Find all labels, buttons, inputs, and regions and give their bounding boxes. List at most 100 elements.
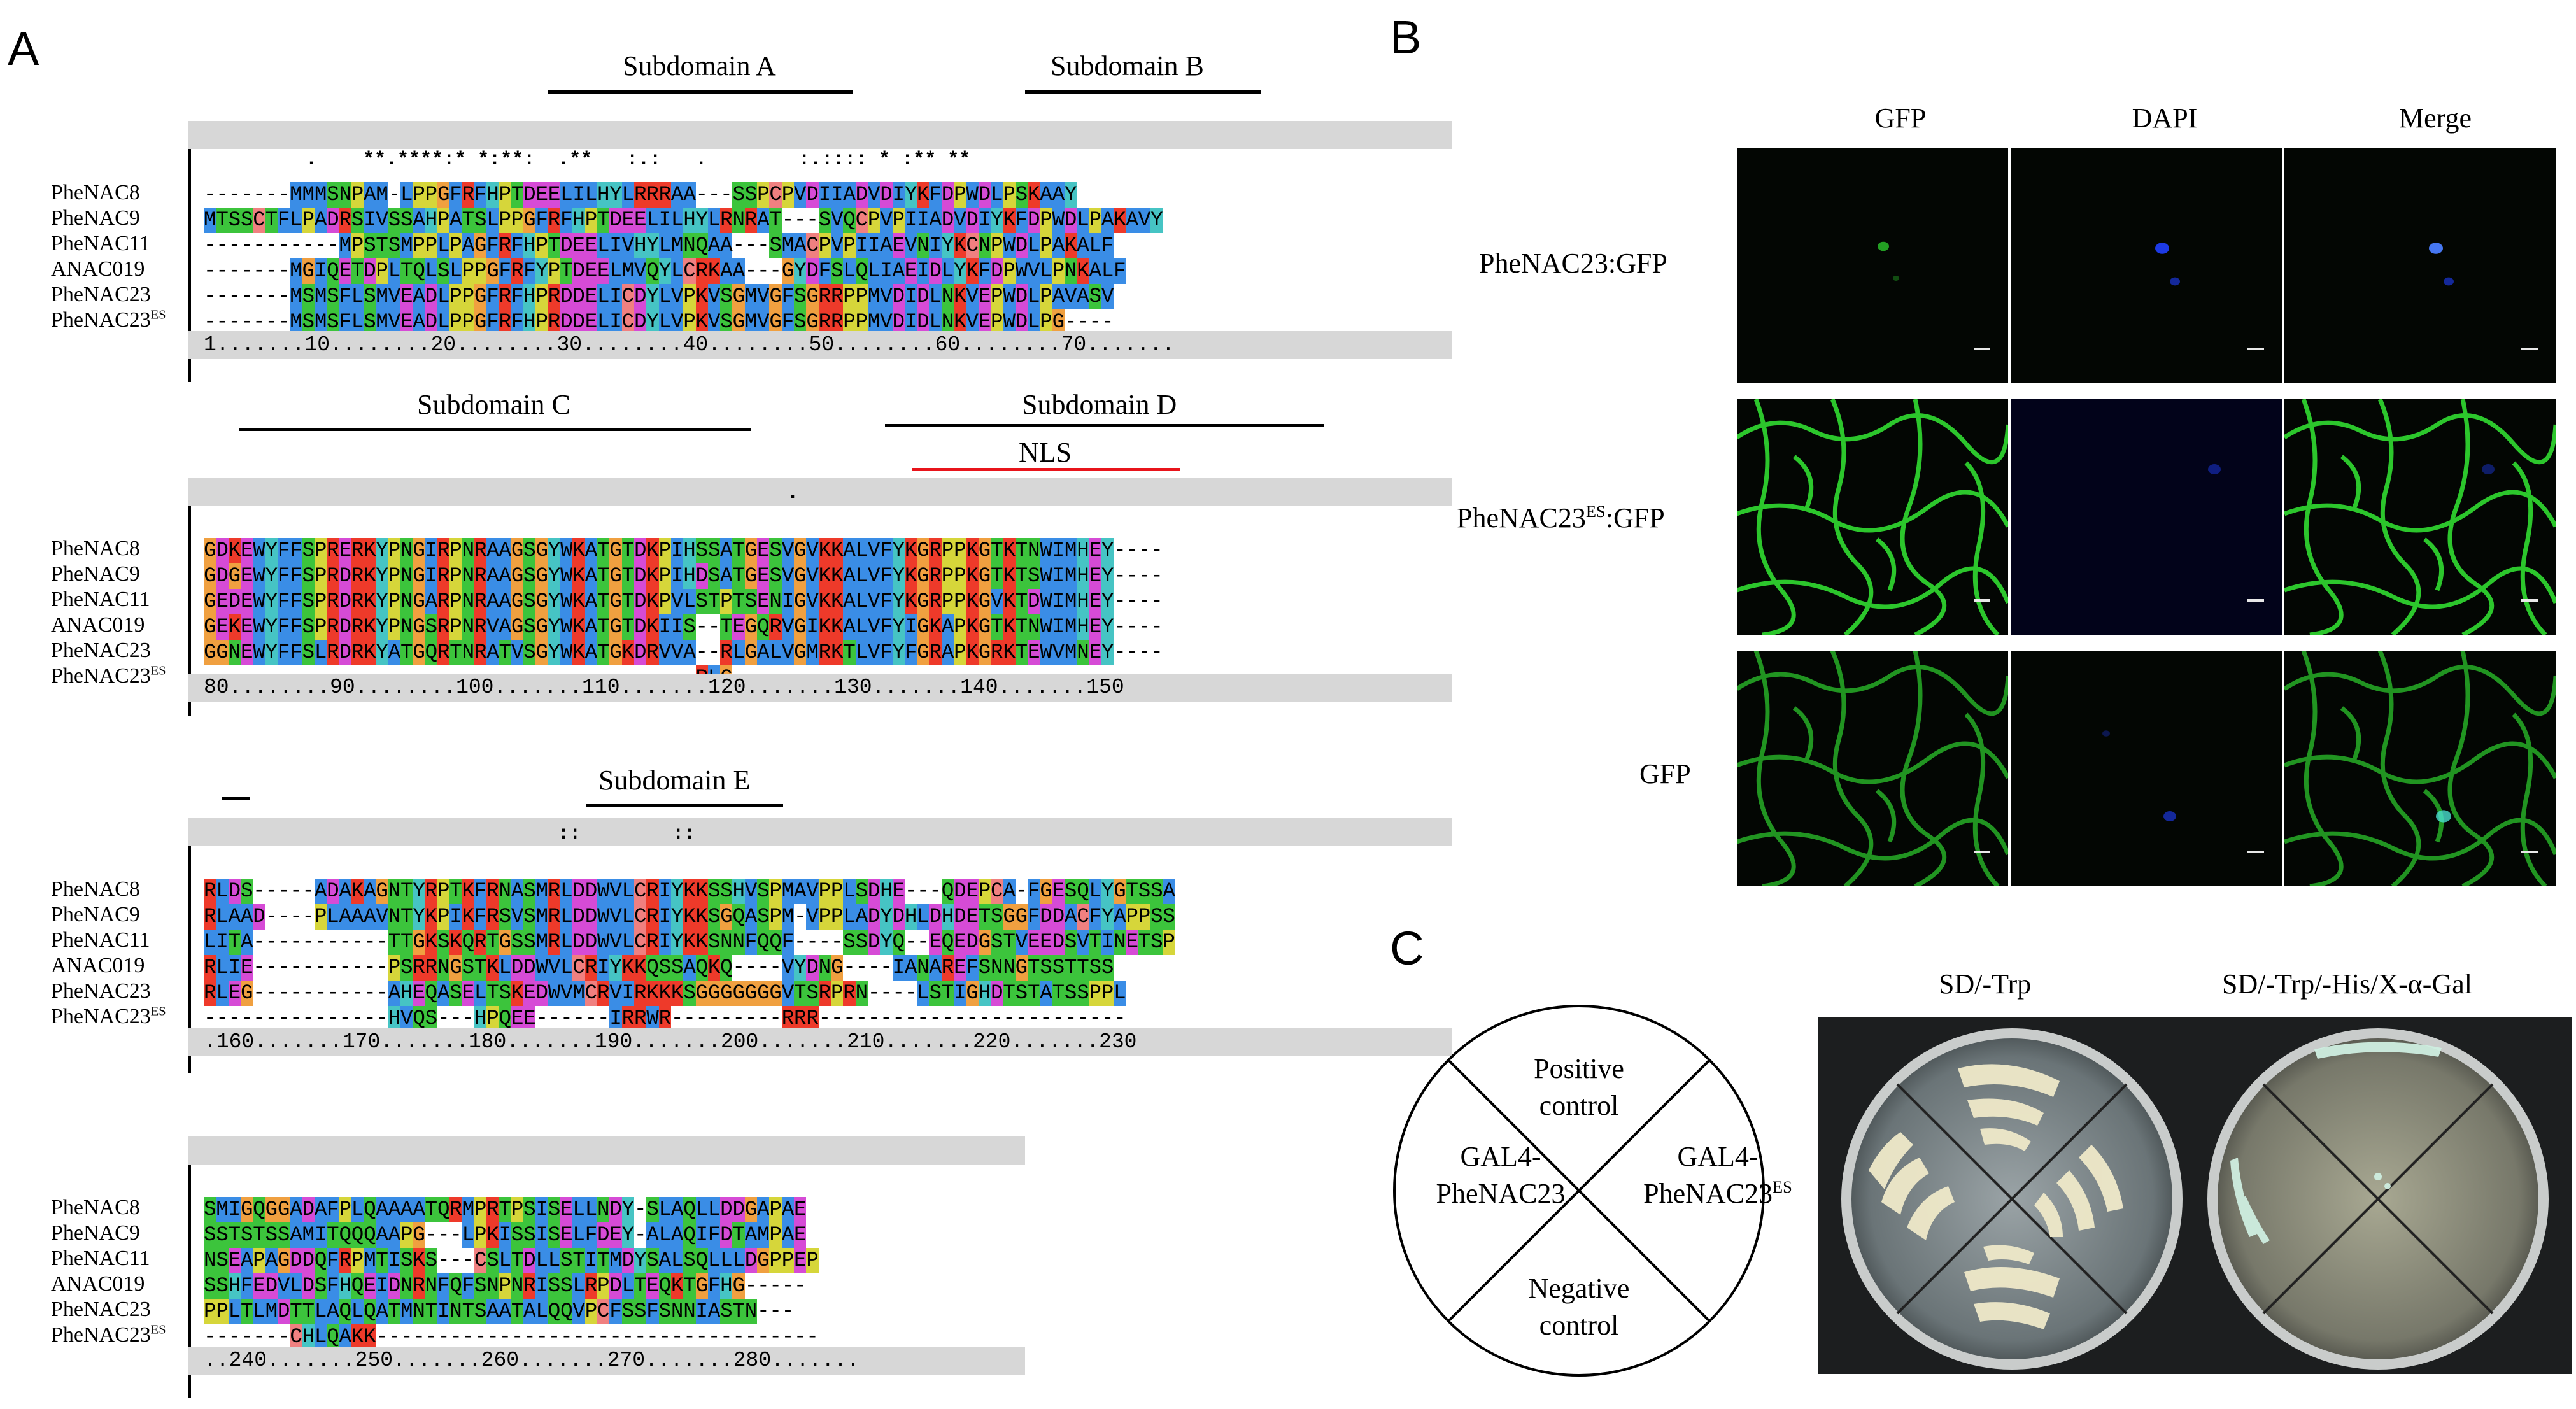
sequence-row: SSTSTSSAMITQQQAAPG---LPKISSISELFDEY-ALAQ…: [204, 1222, 807, 1248]
sequence-row: -------MSMSFLSMVEADLPPGFRFHPRDDELICDYLVP…: [204, 309, 1114, 335]
micrograph-phenac23-gfp-gfp: [1737, 148, 2008, 383]
alignment-axis-line: [188, 121, 191, 382]
scale-bar: [2247, 348, 2264, 350]
panel-label-c: C: [1390, 922, 1424, 975]
micrograph-phenac23es-gfp-dapi: [2011, 399, 2282, 635]
sequence-row: SSHFEDVLDSFHQEIDNRNFQFSNPNRISSLRPDLTEQKT…: [204, 1273, 807, 1299]
sequence-row: PPLTLMDTTLAQLQATMNTINTSAATALQQVPCFSSFSNN…: [204, 1299, 794, 1324]
diagram-divider-2: [1447, 1059, 1711, 1322]
diagram-gal4-phenac23: GAL4-PheNAC23: [1436, 1141, 1566, 1209]
alignment-position-ruler: 80........90........100.......110.......…: [188, 674, 1452, 702]
alignment-consensus: :: ::: [191, 823, 696, 845]
col-label-gfp: GFP: [1874, 103, 1927, 134]
sequence-row: GEKEWYFFSPRDRKYPNGSRPNRVAGSGYWKATGTDKIIS…: [204, 614, 1163, 640]
sequence-name: PheNAC23ES: [51, 663, 166, 688]
sequence-name: PheNAC23ES: [51, 1322, 166, 1347]
sequence-row: RLEG-----------AHEQASELTSKEDWVMCRVIRKKKS…: [204, 981, 1126, 1006]
row-label-gfp: GFP: [1639, 758, 1691, 789]
scale-bar: [2247, 851, 2264, 853]
subdomain-e-label: Subdomain E: [598, 765, 751, 796]
scale-bar: [2521, 348, 2538, 350]
sequence-name: PheNAC9: [51, 206, 140, 230]
sequence-name: PheNAC23ES: [51, 1004, 166, 1028]
sequence-name: PheNAC23: [51, 283, 151, 306]
micrograph-gfp-only-merge: [2284, 651, 2556, 886]
sequence-name: ANAC019: [51, 954, 145, 977]
panel-label-a: A: [8, 22, 39, 75]
micrograph-phenac23-gfp-merge: [2284, 148, 2556, 383]
sequence-name: ANAC019: [51, 1272, 145, 1296]
plate-label-sd-trp: SD/-Trp: [1939, 968, 2032, 1000]
sequence-name: PheNAC11: [51, 928, 150, 952]
subdomain-e-bar: [586, 804, 783, 807]
alignment-top-bar: [188, 1136, 1025, 1165]
sequence-name: PheNAC8: [51, 537, 140, 560]
col-label-dapi: DAPI: [2132, 103, 2198, 134]
nls-label: NLS: [1019, 437, 1072, 468]
sequence-name: PheNAC8: [51, 877, 140, 901]
scale-bar: [2521, 599, 2538, 602]
plate-layout-diagram: [1393, 1005, 1765, 1377]
microscopy-grid: [1737, 148, 2571, 889]
scale-bar: [1974, 348, 1990, 350]
plate-1-line-2: [1896, 1083, 2128, 1315]
sequence-row: LITA-----------TTGKSKQRTGSSMRLDDWVLCRIYK…: [204, 930, 1175, 955]
subdomain-a-label: Subdomain A: [623, 50, 776, 81]
row-label-phenac23-gfp: PheNAC23:GFP: [1479, 248, 1667, 279]
subdomain-d-label: Subdomain D: [1022, 389, 1177, 420]
diagram-gal4-phenac23es: GAL4-PheNAC23ES: [1643, 1141, 1792, 1209]
alignment-axis-line: [188, 478, 191, 716]
alignment-axis-line: [188, 818, 191, 1073]
sequence-row: RLDS-----ADAKAGNTYRPTKFRNASMRLDDWVLCRIYK…: [204, 879, 1175, 904]
row-label-phenac23es-gfp: PheNAC23ES:GFP: [1457, 502, 1665, 534]
sequence-name: PheNAC9: [51, 1221, 140, 1245]
micrograph-gfp-only-dapi: [2011, 651, 2282, 886]
alignment-top-bar: [188, 478, 1452, 506]
yeast-plates-photo: [1818, 1017, 2572, 1374]
sequence-row: RLIE-----------PSRRNGSTKLDDWVLCRIYKKQSSA…: [204, 955, 1114, 981]
alignment-consensus: .: [191, 483, 799, 504]
scale-bar: [2247, 599, 2264, 602]
nls-bar: [912, 468, 1180, 471]
sequence-name: PheNAC9: [51, 562, 140, 586]
alignment-top-bar: [188, 121, 1452, 149]
sequence-row: -----------MPSTSMPPLPAGFRFHPTDEELIVHYLMN…: [204, 233, 1114, 258]
sequence-name: PheNAC23: [51, 979, 151, 1003]
col-label-merge: Merge: [2398, 103, 2472, 134]
sequence-name: ANAC019: [51, 257, 145, 281]
alignment-top-bar: [188, 818, 1452, 846]
sequence-name: PheNAC9: [51, 903, 140, 926]
alignment-position-ruler: 1.......10........20........30........40…: [188, 331, 1452, 359]
subdomain-a-bar: [548, 90, 853, 94]
micrograph-phenac23-gfp-dapi: [2011, 148, 2282, 383]
sequence-row: MTSSCTFLPADRSIVSSAHPATSLPPGFRFHPTDEELILH…: [204, 208, 1163, 233]
sequence-name: PheNAC23ES: [51, 308, 166, 332]
alignment-position-ruler: ..240.......250.......260.......270.....…: [188, 1347, 1025, 1375]
subdomain-d-bar: [885, 424, 1324, 427]
diagram-negative-control: Negative control: [1528, 1273, 1630, 1341]
scale-bar: [1974, 599, 1990, 602]
subdomain-b-bar: [1025, 90, 1261, 94]
alignment-consensus: . **.****:* *:**: .** :.: . :.:::: * :**…: [191, 149, 971, 171]
alignment-block-1: . **.****:* *:**: .** :.: . :.:::: * :**…: [51, 121, 1452, 382]
sequence-name: ANAC019: [51, 613, 145, 637]
sequence-row: -------CHLQAKK--------------------------…: [204, 1324, 819, 1350]
plate-1-colonies: [1869, 1064, 2123, 1329]
subdomain-c-label: Subdomain C: [417, 389, 570, 420]
sequence-name: PheNAC8: [51, 181, 140, 204]
micrograph-gfp-only-gfp: [1737, 651, 2008, 886]
sequence-row: ---------------HVQS---HPQEE------IRRWR--…: [204, 1006, 1126, 1031]
alignment-axis-line: [188, 1136, 191, 1398]
plate-2-colonies: [2230, 1042, 2442, 1244]
plate-label-sd-trp-his-xgal: SD/-Trp/-His/X-α-Gal: [2222, 968, 2472, 1000]
sequence-row: GEDEWYFFSPRDRKYPNGARPNRAAGSGYWKATGTDKPVL…: [204, 589, 1163, 614]
scale-bar: [1974, 851, 1990, 853]
scale-bar: [2521, 851, 2538, 853]
sequence-name: PheNAC11: [51, 588, 150, 611]
micrograph-phenac23es-gfp-gfp: [1737, 399, 2008, 635]
panel-label-b: B: [1390, 11, 1422, 64]
diagram-positive-control: Positive control: [1534, 1053, 1624, 1121]
alignment-block-3: :: ::PheNAC8 RLDS-----ADAKAGNTYRPTKFRNASM…: [51, 818, 1452, 1073]
